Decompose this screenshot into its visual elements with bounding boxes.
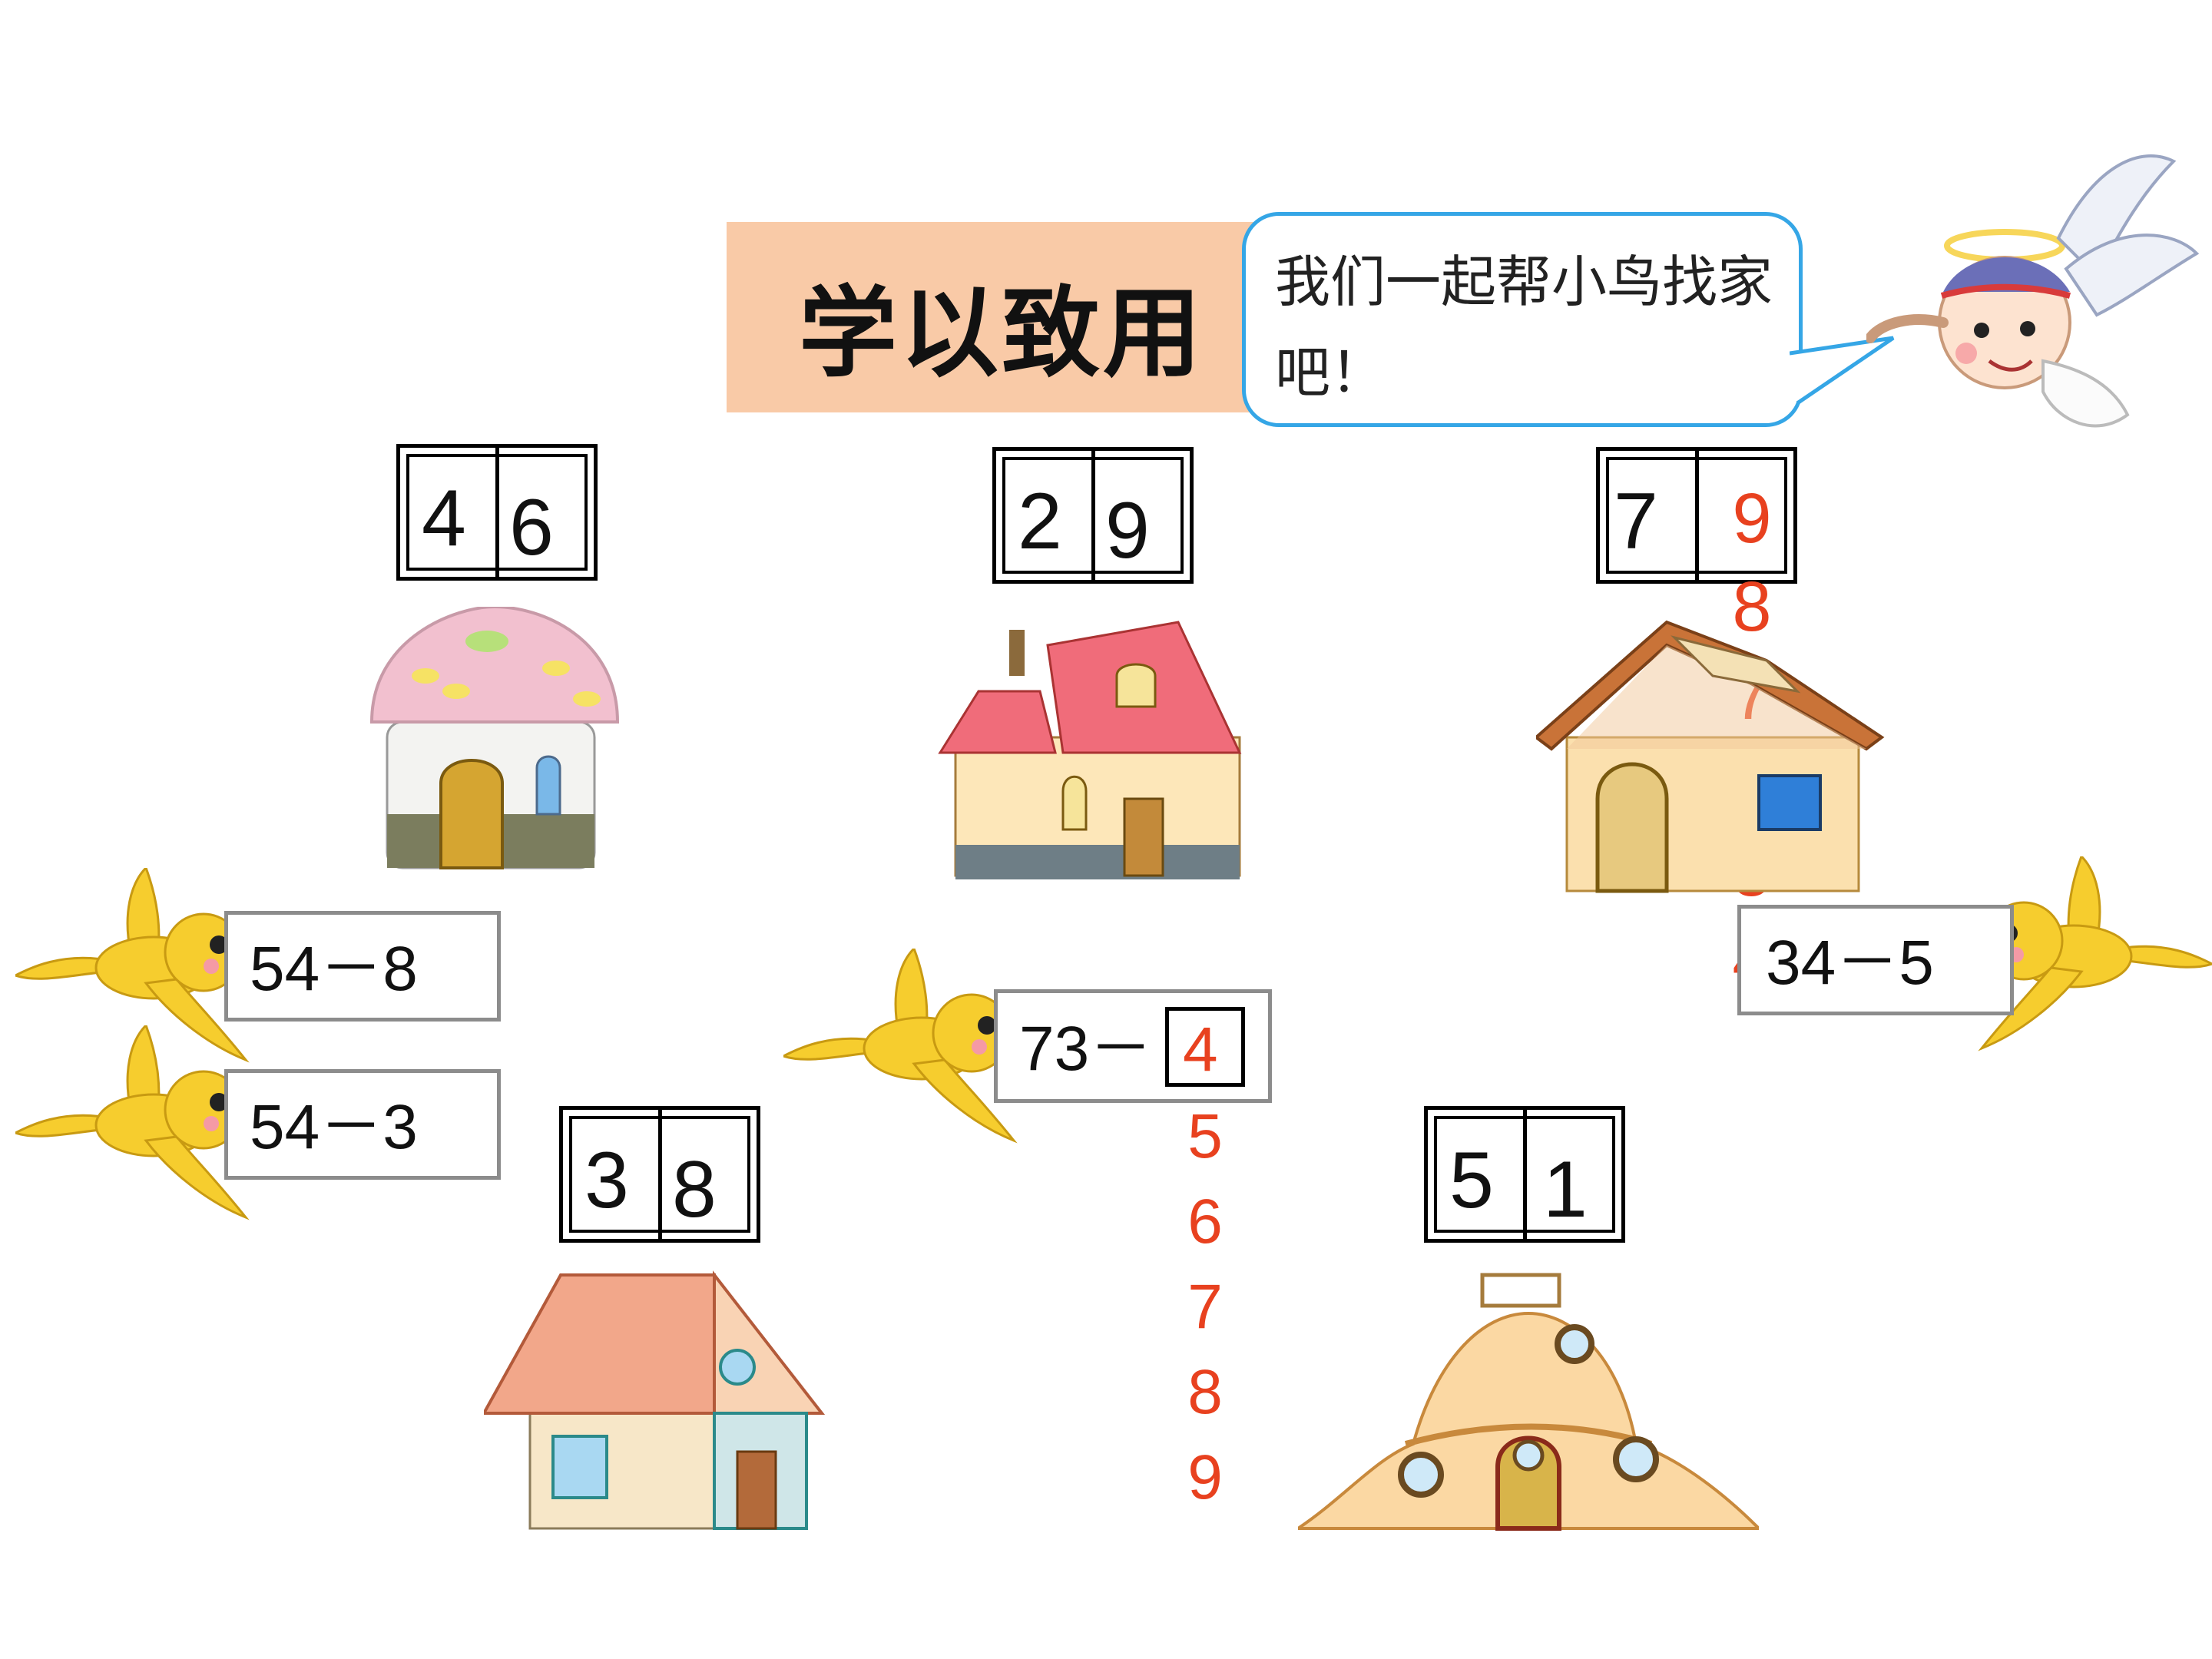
equation-box: 73－ 4 bbox=[994, 989, 1272, 1103]
candidate-digit: 8 bbox=[1187, 1357, 1223, 1427]
house-number-7x: 7 bbox=[1596, 447, 1797, 584]
equation-text: 54－8 bbox=[250, 934, 418, 1004]
equation-text: 73－ bbox=[1019, 1014, 1153, 1084]
candidate-digit: 9 bbox=[1732, 479, 1772, 558]
house-number-29: 2 9 bbox=[992, 447, 1194, 584]
tens-digit: 2 bbox=[1018, 477, 1062, 566]
tens-digit: 3 bbox=[584, 1136, 629, 1225]
house-number-46: 4 6 bbox=[396, 444, 598, 581]
blank-box[interactable]: 4 bbox=[1165, 1007, 1245, 1087]
speech-text: 我们一起帮小鸟找家吧！ bbox=[1275, 250, 1773, 405]
blank-digit: 4 bbox=[1183, 1015, 1218, 1084]
small-house-icon bbox=[484, 1270, 826, 1530]
dome-house-icon bbox=[1298, 1273, 1759, 1531]
title-banner bbox=[727, 222, 1257, 412]
equation-box: 54－8 bbox=[224, 911, 501, 1022]
house-number-51: 5 1 bbox=[1424, 1106, 1625, 1243]
ones-digit: 6 bbox=[509, 483, 554, 572]
ones-digit: 9 bbox=[1105, 486, 1150, 575]
page-title: 学以致用 bbox=[799, 276, 1205, 391]
ones-digit: 8 bbox=[672, 1145, 717, 1234]
tens-digit: 7 bbox=[1614, 477, 1658, 566]
bird-icon bbox=[783, 949, 1023, 1142]
ones-digit: 1 bbox=[1543, 1145, 1588, 1234]
speech-bubble bbox=[1242, 212, 1803, 427]
candidate-digit: 7 bbox=[1187, 1272, 1223, 1342]
mushroom-house-icon bbox=[369, 607, 620, 869]
cottage-icon bbox=[1536, 620, 1885, 893]
candidate-digit: 9 bbox=[1187, 1442, 1223, 1512]
cupid-icon bbox=[1866, 154, 2200, 428]
candidate-digit: 5 bbox=[1187, 1101, 1223, 1171]
candidate-digit: 6 bbox=[1187, 1187, 1223, 1257]
pink-roof-house-icon bbox=[938, 621, 1242, 879]
tens-digit: 4 bbox=[422, 474, 466, 563]
candidate-digit: 8 bbox=[1732, 568, 1772, 646]
tens-digit: 5 bbox=[1449, 1136, 1494, 1225]
speech-bubble-tail bbox=[1790, 336, 1895, 406]
equation-box: 54－3 bbox=[224, 1069, 501, 1180]
equation-text: 54－3 bbox=[250, 1092, 418, 1162]
equation-text: 34－5 bbox=[1766, 928, 1934, 998]
house-number-38: 3 8 bbox=[559, 1106, 760, 1243]
blank-candidates: 5 6 7 8 9 bbox=[1178, 1094, 1232, 1520]
equation-box: 34－5 bbox=[1737, 905, 2014, 1015]
